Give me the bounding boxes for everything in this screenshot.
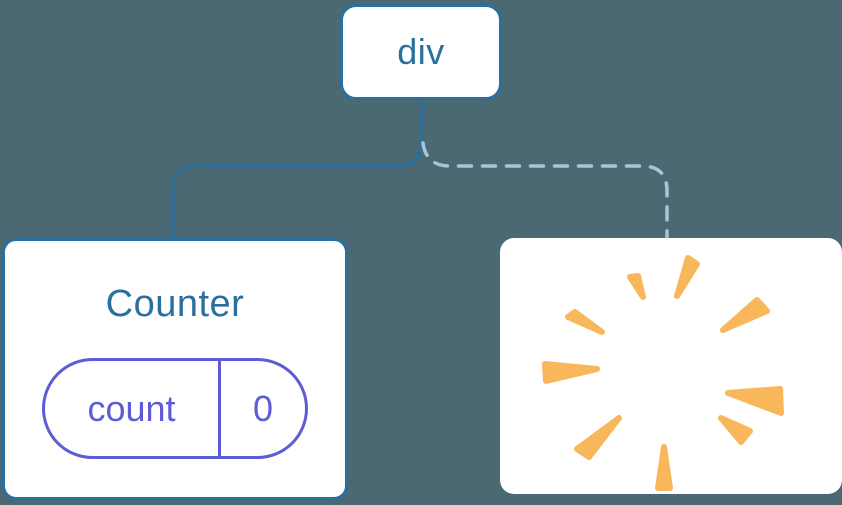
- counter-component-title: Counter: [105, 283, 245, 325]
- poof-starburst-icon: [542, 255, 784, 491]
- removed-component-card: [500, 238, 842, 494]
- tree-node-div-label: div: [397, 31, 445, 72]
- state-key: count: [45, 361, 221, 456]
- state-value: 0: [252, 387, 274, 429]
- edge-dashed-div-to-removed: [421, 141, 669, 241]
- state-pill: count 0: [42, 358, 308, 459]
- edge-solid-div-to-counter: [171, 101, 424, 239]
- tree-node-div: div: [340, 4, 502, 100]
- counter-component-card: Counter count 0: [2, 238, 348, 500]
